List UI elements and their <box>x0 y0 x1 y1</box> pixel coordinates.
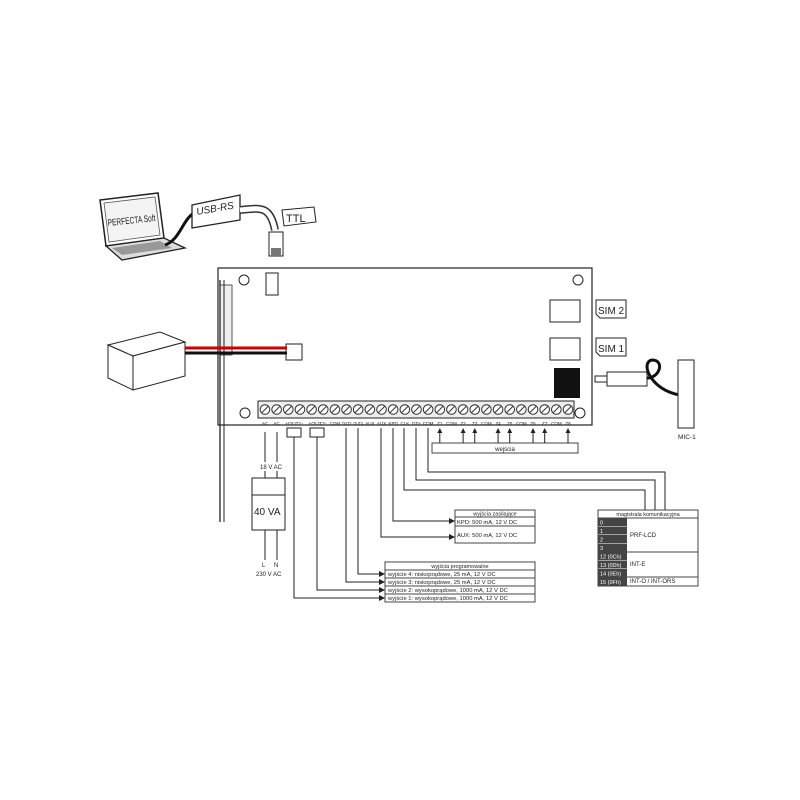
sim2-card: SIM 2 <box>595 299 627 319</box>
terminal-label: AUX <box>365 421 374 426</box>
terminal-label: Z4 <box>495 421 501 426</box>
svg-text:SIM 2: SIM 2 <box>598 306 625 317</box>
svg-text:MIC-1: MIC-1 <box>678 434 696 441</box>
terminal-label: OUT3 <box>342 421 352 426</box>
svg-text:wyjście 1: wysokoprądowe, 1000: wyjście 1: wysokoprądowe, 1000 mA, 12 V … <box>387 596 508 602</box>
svg-text:wyjścia programowalne: wyjścia programowalne <box>430 564 488 570</box>
bus-address: 12 (0Ch) <box>600 554 622 560</box>
ttl-label: TTL <box>286 213 306 225</box>
terminal-label: CLK <box>400 421 409 426</box>
bus-address-cell <box>598 543 627 552</box>
bus-address: 13 (0Dh) <box>600 563 622 569</box>
inputs-label: wejścia <box>494 447 515 453</box>
transformer: 18 V AC 40 VA L N 230 V AC <box>251 432 286 578</box>
terminal-label: KPD <box>389 421 399 426</box>
svg-text:PRF-LCD: PRF-LCD <box>630 533 657 539</box>
terminal-label: AUX <box>377 421 386 426</box>
bus-address-cell <box>598 518 627 526</box>
terminal-label: +OUT1- <box>285 421 304 426</box>
svg-text:N: N <box>274 563 278 569</box>
bus-address-cell <box>598 577 627 586</box>
bus-address: 15 (0Fh) <box>600 580 621 586</box>
terminal-label: Z1 <box>437 421 443 426</box>
terminal-label: Z7 <box>542 421 548 426</box>
svg-text:wyjście 4: niskoprądowe, 25 mA: wyjście 4: niskoprądowe, 25 mA, 12 V DC <box>387 572 496 578</box>
communication-bus-table: magistrala komunikacyjna 0 1 2 3 12 (0Ch) 13 … <box>597 509 699 587</box>
usb-rs-converter: USB-RS <box>191 194 241 229</box>
bus-address-cell <box>598 560 627 569</box>
bus-address-cell <box>598 535 627 543</box>
svg-text:wyjście 3: niskoprądowe, 25 mA: wyjście 3: niskoprądowe, 25 mA, 12 V DC <box>387 580 496 586</box>
svg-text:INT-O / INT-ORS: INT-O / INT-ORS <box>630 579 675 585</box>
bus-address: 1 <box>600 529 603 535</box>
bus-address-cell <box>598 552 627 560</box>
wires <box>293 428 666 599</box>
sim2-slot <box>549 299 581 323</box>
svg-text:wyjście 2: wysokoprądowe, 1000: wyjście 2: wysokoprądowe, 1000 mA, 12 V … <box>387 588 508 594</box>
svg-text:230 V AC: 230 V AC <box>256 572 282 578</box>
terminal-label: DTA <box>412 421 421 426</box>
inputs-box <box>431 442 579 454</box>
battery-connector <box>285 343 303 361</box>
power-outputs-table: wyjścia zasilające KPD: 500 mA, 12 V DC … <box>449 509 536 544</box>
bus-address: 3 <box>600 546 603 552</box>
terminal-label: +OUT2- <box>308 421 327 426</box>
svg-text:SIM 1: SIM 1 <box>598 344 625 355</box>
terminal-label: COM <box>423 421 434 426</box>
terminal-label: COM <box>481 421 492 426</box>
svg-text:L: L <box>262 563 266 569</box>
svg-text:INT-E: INT-E <box>630 562 645 568</box>
terminal-label: COM <box>551 421 562 426</box>
laptop-screen-text: PERFECTA Soft <box>107 213 156 229</box>
bus-address: 14 (0Eh) <box>600 571 621 577</box>
terminal-label: COM <box>330 421 341 426</box>
terminal-label: COM <box>516 421 527 426</box>
terminal-label: Z6 <box>530 421 536 426</box>
terminal-label: Z8 <box>565 421 571 426</box>
svg-text:40 VA: 40 VA <box>254 507 281 518</box>
bus-address-cell <box>598 526 627 535</box>
bus-address: 2 <box>600 537 603 543</box>
mic-1: MIC-1 <box>594 358 696 441</box>
terminal-label: COM <box>446 421 457 426</box>
bus-address: 0 <box>600 520 603 526</box>
rs-connector <box>265 272 279 296</box>
terminal-label: Z3 <box>472 421 478 426</box>
sim1-slot <box>549 337 581 361</box>
terminal-label: Z2 <box>460 421 466 426</box>
svg-text:AUX: 500 mA, 12 V DC: AUX: 500 mA, 12 V DC <box>457 533 517 539</box>
terminal-label: Z5 <box>507 421 513 426</box>
svg-text:18 V AC: 18 V AC <box>260 465 283 471</box>
svg-text:magistrala komunikacyjna: magistrala komunikacyjna <box>616 512 680 518</box>
svg-text:wyjścia zasilające: wyjścia zasilające <box>472 512 516 518</box>
terminal-label: OUT4 <box>353 421 363 426</box>
terminal-label: AC <box>262 421 269 426</box>
svg-text:KPD: 500 mA, 12 V DC: KPD: 500 mA, 12 V DC <box>457 520 517 526</box>
programmable-outputs-table: wyjścia programowalne wyjście 4: niskopr… <box>379 561 536 603</box>
laptop: PERFECTA Soft <box>99 192 188 261</box>
battery <box>106 331 187 391</box>
mic-jack <box>554 368 580 398</box>
bus-address-cell <box>598 569 627 577</box>
terminal-label: AC <box>274 421 281 426</box>
sim1-card: SIM 1 <box>595 337 627 357</box>
